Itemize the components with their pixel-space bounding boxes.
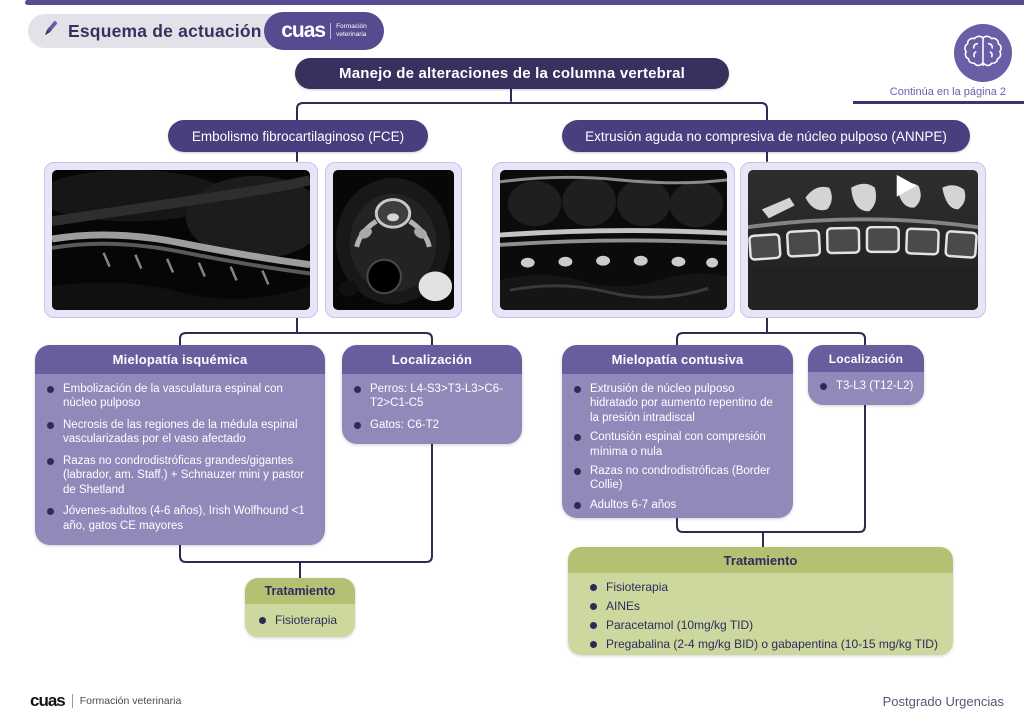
bullet-item: Jóvenes-adultos (4-6 años), Irish Wolfho… xyxy=(47,504,315,533)
cuas-logo-badge: cuas Formación veterinaria xyxy=(264,12,384,50)
bullet-item: Gatos: C6-T2 xyxy=(354,418,512,432)
fce-info-title: Mielopatía isquémica xyxy=(35,345,325,374)
annpe-info-title: Mielopatía contusiva xyxy=(562,345,793,374)
footer-brand: cuas Formación veterinaria xyxy=(30,691,181,711)
footer-course-name: Postgrado Urgencias xyxy=(882,694,1004,709)
top-accent-bar xyxy=(25,0,1024,5)
continuation-rule xyxy=(853,101,1024,104)
continuation-note: Continúa en la página 2 xyxy=(889,86,1006,98)
brain-icon xyxy=(954,24,1012,82)
bullet-item: Razas no condrodistróficas (Border Colli… xyxy=(574,464,783,493)
bullet-item: Razas no condrodistróficas grandes/gigan… xyxy=(47,454,315,497)
logo-divider xyxy=(330,23,332,39)
bullet-item: Necrosis de las regiones de la médula es… xyxy=(47,418,315,447)
branch-fce-pill: Embolismo fibrocartilaginoso (FCE) xyxy=(168,120,428,152)
annpe-localization-box: Localización T3-L3 (T12-L2) xyxy=(808,345,924,405)
tagline-line1: Formación xyxy=(336,22,367,30)
flowchart-title: Manejo de alteraciones de la columna ver… xyxy=(339,65,685,82)
bullet-item: Extrusión de núcleo pulposo hidratado po… xyxy=(574,382,783,425)
page-title: Esquema de actuación xyxy=(68,20,262,41)
bullet-item: Pregabalina (2-4 mg/kg BID) o gabapentin… xyxy=(590,637,943,652)
bullet-item: Perros: L4-S3>T3-L3>C6-T2>C1-C5 xyxy=(354,382,512,411)
bullet-item: Adultos 6-7 años xyxy=(574,498,783,512)
footer-cuas-logo: cuas xyxy=(30,691,66,710)
annpe-localization-title: Localización xyxy=(808,345,924,372)
fce-treatment-box: Tratamiento Fisioterapia xyxy=(245,578,355,637)
cuas-logo-tagline: Formación veterinaria xyxy=(336,23,367,39)
tagline-line2: veterinaria xyxy=(336,31,367,38)
bullet-item: Fisioterapia xyxy=(590,580,943,595)
annpe-treatment-title: Tratamiento xyxy=(568,547,953,573)
footer-divider xyxy=(71,694,73,708)
page-header-pill: Esquema de actuación xyxy=(28,14,306,48)
fce-localization-title: Localización xyxy=(342,345,522,374)
flowchart-title-pill: Manejo de alteraciones de la columna ver… xyxy=(295,58,729,89)
ct-myelogram-annpe-image xyxy=(740,162,986,318)
mri-axial-fce-image xyxy=(325,162,462,318)
annpe-info-box: Mielopatía contusiva Extrusión de núcleo… xyxy=(562,345,793,518)
mri-sagittal-fce-image xyxy=(44,162,318,318)
pen-icon xyxy=(40,18,60,45)
annpe-treatment-box: Tratamiento Fisioterapia AINEs Paracetam… xyxy=(568,547,953,655)
bullet-item: AINEs xyxy=(590,599,943,614)
cuas-logo-text: cuas xyxy=(281,19,326,42)
bullet-item: Contusión espinal con compresión mínima … xyxy=(574,430,783,459)
branch-annpe-pill: Extrusión aguda no compresiva de núcleo … xyxy=(562,120,970,152)
fce-localization-box: Localización Perros: L4-S3>T3-L3>C6-T2>C… xyxy=(342,345,522,444)
fce-treatment-title: Tratamiento xyxy=(245,578,355,604)
arrowhead-marker xyxy=(896,174,917,197)
branch-fce-label: Embolismo fibrocartilaginoso (FCE) xyxy=(191,128,405,144)
footer-brand-tagline: Formación veterinaria xyxy=(79,695,182,707)
mri-sagittal-annpe-image xyxy=(492,162,735,318)
branch-annpe-label: Extrusión aguda no compresiva de núcleo … xyxy=(585,128,947,144)
bullet-item: Paracetamol (10mg/kg TID) xyxy=(590,618,943,633)
fce-info-box: Mielopatía isquémica Embolización de la … xyxy=(35,345,325,545)
bullet-item: T3-L3 (T12-L2) xyxy=(820,379,914,393)
bullet-item: Fisioterapia xyxy=(259,613,345,628)
bullet-item: Embolización de la vasculatura espinal c… xyxy=(47,382,315,411)
